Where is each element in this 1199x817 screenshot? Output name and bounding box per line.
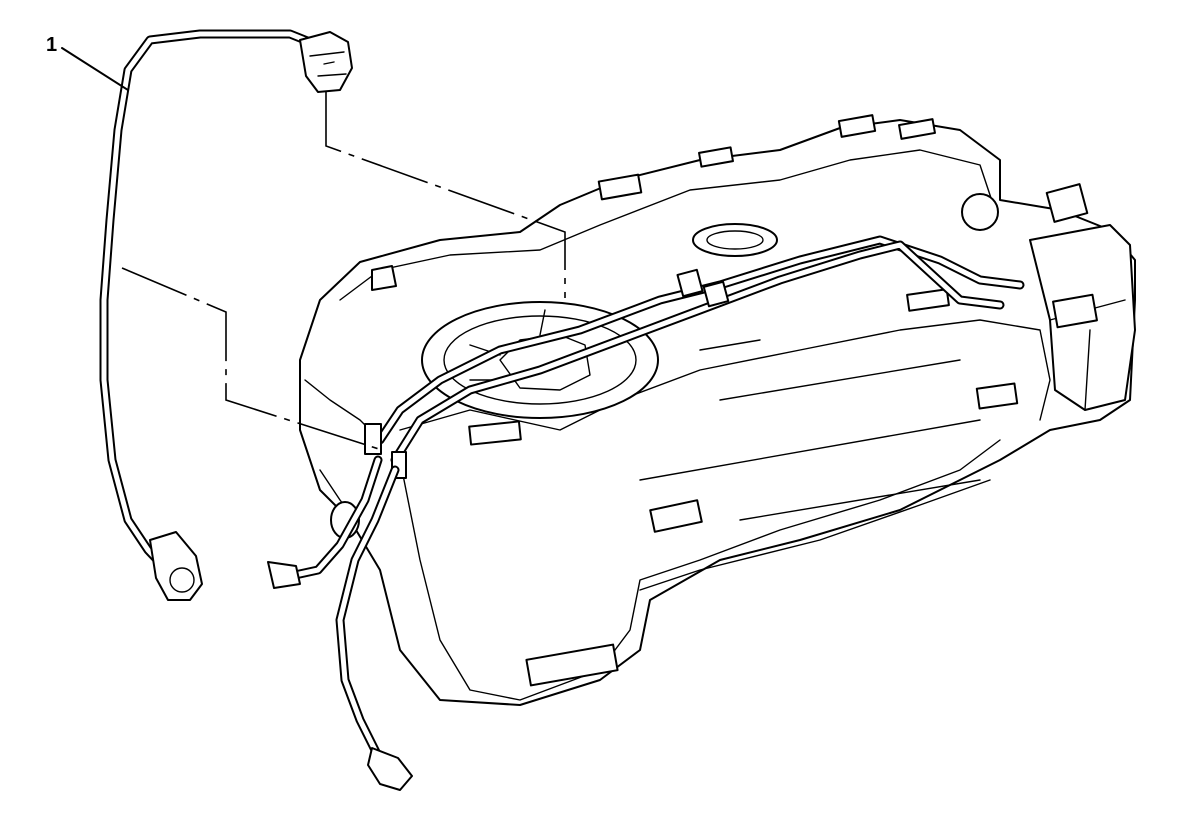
- evap-canister: [961, 183, 1136, 411]
- callout-1-number: 1: [46, 34, 58, 56]
- hose-1-outer: [99, 29, 315, 573]
- tank-ridge-4: [699, 339, 761, 351]
- hose-1-lower-connector-bore: [169, 567, 195, 593]
- fuel-tank: [299, 114, 1136, 706]
- hose-1-upper-connector: [299, 31, 353, 93]
- lower-connector-a: [367, 747, 413, 791]
- lower-lines: [267, 455, 413, 791]
- mount-pad-upper-c: [898, 118, 936, 140]
- line-clip-3: [364, 423, 382, 455]
- mount-pad-lower-left: [525, 643, 619, 687]
- mount-pad-upper-b: [698, 146, 734, 168]
- lower-connector-b: [267, 561, 301, 589]
- tank-ridge-2: [639, 419, 981, 481]
- canister-valve: [961, 193, 999, 231]
- tank-front-lower: [399, 439, 1001, 701]
- fuel-pump-ring: [443, 315, 637, 405]
- fuel-lines: [364, 235, 1025, 479]
- tank-front-face: [399, 319, 1051, 431]
- mount-pad-mid: [649, 499, 703, 533]
- location-line-lower: [121, 267, 383, 451]
- line-clip-1: [676, 268, 704, 298]
- line-clip-2: [702, 280, 730, 308]
- tank-ridge-3: [739, 479, 981, 521]
- mount-pad-front: [468, 420, 522, 446]
- mount-pad-right: [906, 288, 950, 312]
- part-1-hose: [99, 29, 353, 601]
- canister-connector: [1052, 293, 1098, 329]
- mount-pad-top: [837, 114, 877, 138]
- mount-pad-upper-a: [597, 173, 643, 201]
- canister-port: [1045, 183, 1089, 223]
- tank-upper-contour: [339, 149, 996, 301]
- tank-vent-valve: [371, 265, 397, 291]
- callouts: [61, 47, 566, 451]
- hose-1-lower-connector: [149, 531, 203, 601]
- callout-1-leader: [61, 47, 129, 91]
- location-line-upper: [325, 92, 566, 298]
- tank-skirt: [639, 479, 991, 591]
- hose-1-upper-connector-detail: [309, 51, 347, 77]
- tank-dome-inner: [706, 230, 764, 250]
- tank-ridge-1: [719, 359, 961, 401]
- tank-dome: [692, 223, 778, 257]
- mount-pad-side: [975, 382, 1019, 410]
